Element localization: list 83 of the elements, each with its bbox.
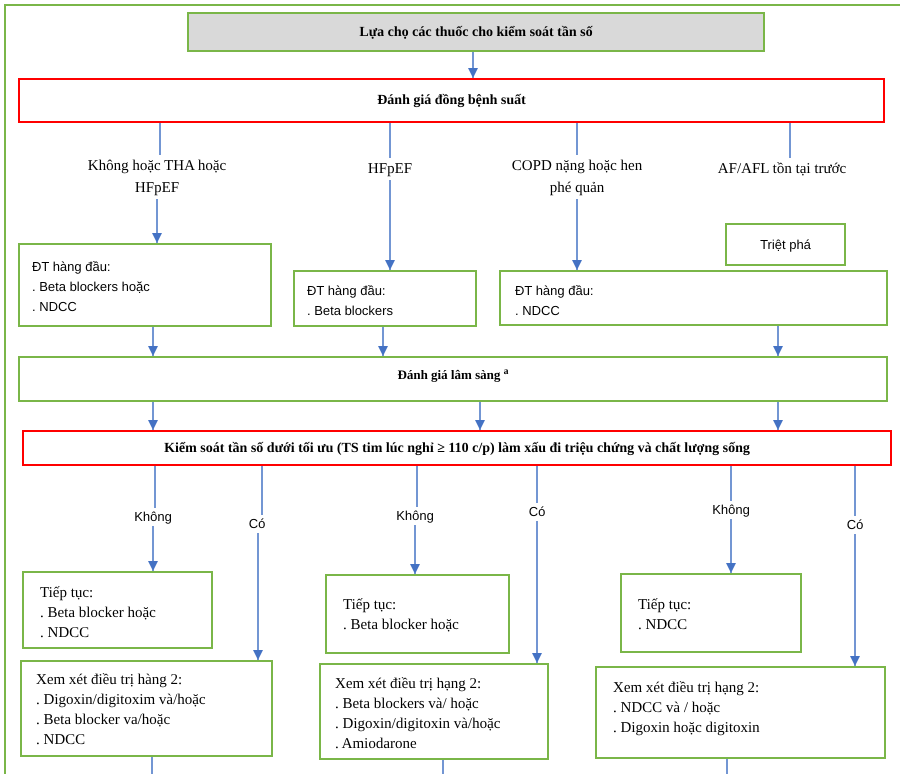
arrow (385, 180, 395, 270)
arrow (148, 402, 158, 430)
connector-line (159, 123, 161, 155)
treatment-box (499, 270, 888, 326)
arrow (148, 526, 158, 571)
arrow (152, 199, 162, 243)
box-text: Triệt phá (760, 236, 811, 254)
box-text: ĐT hàng đầu: (515, 282, 594, 300)
arrow (475, 402, 485, 430)
treatment-box (595, 666, 886, 759)
box-text: . NDCC (638, 616, 688, 635)
box-text: . NDCC (40, 624, 90, 643)
condition-label: AF/AFL tồn tại trước (718, 158, 846, 180)
box-text: . Beta blockers (307, 302, 393, 320)
arrow (532, 521, 542, 663)
condition-label: HFpEF (368, 158, 412, 180)
connector-line (261, 466, 263, 515)
box-text: . NDCC (515, 302, 560, 320)
box-text: Đánh giá lâm sàng $^{a}$ (397, 365, 509, 384)
box-text: . NDCC (32, 298, 77, 316)
box-text: Xem xét điều trị hạng 2: (335, 675, 482, 694)
connector-line (576, 123, 578, 155)
box-text: . Beta blockers và/ hoặc (335, 695, 479, 714)
treatment-box (20, 660, 273, 757)
connector-line (726, 759, 728, 774)
criteria-box (22, 430, 892, 466)
connector-line (730, 466, 732, 501)
connector-line (442, 760, 444, 774)
connector-line (389, 123, 391, 158)
arrow (773, 402, 783, 430)
treatment-box (293, 270, 477, 327)
branch-label: Có (846, 516, 864, 534)
branch-label: Không (134, 508, 172, 526)
treatment-box (319, 663, 549, 760)
box-text: Đánh giá đồng bệnh suất (377, 92, 526, 110)
treatment-box (18, 243, 272, 327)
box-text: Xem xét điều trị hạng 2: (613, 679, 760, 698)
box-text: . Beta blockers hoặc (32, 278, 150, 296)
box-text: Kiểm soát tần số dưới tối ưu (TS tim lúc nghỉ ≥ 110 c/p) làm xấu đi triệu chứng và chất lượng sống (164, 440, 750, 458)
assessment-box (18, 356, 888, 402)
box-text: . Beta blocker va/hoặc (36, 711, 170, 730)
box-text: . Digoxin/digitoxim và/hoặc (36, 691, 206, 710)
box-text: Xem xét điều trị hàng 2: (36, 671, 182, 690)
arrow (148, 327, 158, 356)
arrow (468, 52, 478, 78)
connector-line (151, 757, 153, 774)
box-text: . NDCC (36, 731, 86, 750)
arrow (850, 534, 860, 666)
box-text: . Digoxin hoặc digitoxin (613, 719, 760, 738)
box-text: Tiếp tục: (40, 584, 94, 603)
condition-label: Không hoặc THA hoặc HFpEF (67, 155, 247, 199)
branch-label: Có (248, 515, 266, 533)
connector-line (854, 466, 856, 516)
connector-line (416, 466, 418, 507)
box-text: Tiếp tục: (638, 596, 692, 615)
header-box (187, 12, 765, 52)
box-text: ĐT hàng đầu: (307, 282, 386, 300)
box-text: ĐT hàng đầu: (32, 258, 111, 276)
branch-label: Không (396, 507, 434, 525)
box-text: . Amiodarone (335, 735, 417, 754)
box-text: . Beta blocker hoặc (40, 604, 156, 623)
treatment-box (22, 571, 213, 649)
box-text: . Digoxin/digitoxin và/hoặc (335, 715, 500, 734)
treatment-box (620, 573, 802, 653)
box-text: . NDCC và / hoặc (613, 699, 720, 718)
branch-label: Không (712, 501, 750, 519)
arrow (773, 326, 783, 356)
arrow (378, 327, 388, 356)
arrow (726, 519, 736, 573)
connector-line (154, 466, 156, 508)
arrow (410, 525, 420, 574)
box-text: Lựa chọ các thuốc cho kiểm soát tần số (359, 24, 593, 42)
box-text: Tiếp tục: (343, 596, 396, 615)
treatment-box (325, 574, 510, 654)
arrow (253, 533, 263, 660)
condition-label: COPD nặng hoặc hen phé quản (507, 155, 647, 199)
assessment-box (18, 78, 885, 123)
connector-line (789, 123, 791, 158)
branch-label: Có (528, 503, 546, 521)
process-box (725, 223, 846, 266)
arrow (572, 199, 582, 270)
box-text: . Beta blocker hoặc (343, 616, 459, 635)
connector-line (536, 466, 538, 503)
